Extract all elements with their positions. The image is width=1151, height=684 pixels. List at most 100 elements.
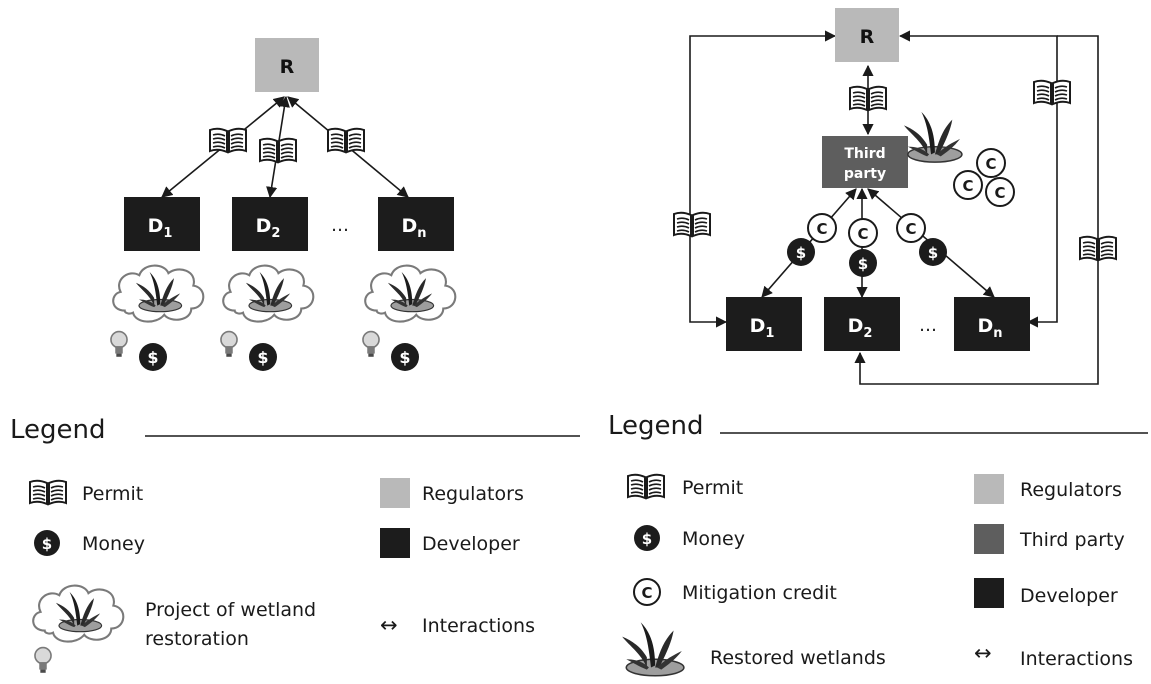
right-developer-node-2 — [824, 297, 900, 351]
wetland-plant-icon — [903, 111, 963, 163]
thought-cloud-icon — [365, 266, 455, 322]
money-coin-icon: $ — [919, 238, 947, 266]
legend-third-party-swatch — [974, 524, 1004, 554]
permit-book-icon — [259, 137, 297, 163]
thought-cloud-icon — [113, 266, 203, 322]
svg-text:$: $ — [796, 244, 806, 262]
svg-text:$: $ — [858, 255, 868, 273]
left-developer-label-2: D2 — [256, 215, 281, 241]
svg-text:$: $ — [42, 535, 52, 553]
money-coin-icon: $ — [634, 525, 660, 551]
legend-credit-label: Mitigation credit — [682, 582, 837, 604]
money-coin-icon: $ — [249, 343, 277, 371]
left-legend-title: Legend — [10, 415, 106, 445]
legend-regulators-label: Regulators — [1020, 479, 1122, 501]
right-developer-label-2: D2 — [848, 315, 873, 341]
right-regulator-label: R — [860, 26, 875, 48]
legend-permit-label: Permit — [682, 477, 743, 499]
money-coin-icon: $ — [34, 530, 60, 556]
permit-book-icon — [209, 127, 247, 153]
third-party-label-1: Third — [844, 146, 885, 162]
money-coin-icon: $ — [787, 238, 815, 266]
permit-book-icon — [327, 127, 365, 153]
right-ellipsis: … — [919, 315, 937, 336]
legend-regulators-label: Regulators — [422, 483, 524, 505]
right-developer-node-1 — [726, 297, 802, 351]
legend-restored-label: Restored wetlands — [710, 647, 886, 669]
left-developer-node-1 — [124, 197, 200, 251]
left-developer-label-n: Dn — [401, 215, 426, 241]
mitigation-credit-icon: C — [807, 213, 837, 243]
permit-book-icon — [1033, 79, 1071, 105]
left-ellipsis: … — [331, 215, 349, 236]
mitigation-credit-icon: C — [976, 148, 1006, 178]
legend-interactions-arrow-icon: ↔ — [974, 641, 992, 665]
money-coin-icon: $ — [849, 249, 877, 277]
legend-project-label-2: restoration — [145, 628, 249, 650]
svg-text:$: $ — [399, 348, 410, 367]
right-regulator-node — [835, 8, 899, 62]
legend-regulators-swatch — [380, 478, 410, 508]
edge-r-d1-loop — [689, 30, 837, 328]
thought-cloud-icon — [223, 266, 313, 322]
permit-book-icon — [673, 211, 711, 237]
legend-regulators-swatch — [974, 474, 1004, 504]
svg-text:$: $ — [928, 244, 938, 262]
svg-text:C: C — [641, 584, 652, 602]
legend-developer-label: Developer — [1020, 585, 1118, 607]
legend-interactions-label: Interactions — [422, 615, 535, 637]
right-legend: Legend Permit $ Money C Mitigation credi… — [608, 411, 1148, 677]
legend-developer-label: Developer — [422, 533, 520, 555]
right-developer-label-n: Dn — [977, 315, 1002, 341]
permit-book-icon — [1079, 235, 1117, 261]
left-developer-label-1: D1 — [148, 215, 173, 241]
legend-developer-swatch — [974, 578, 1004, 608]
legend-permit-label: Permit — [82, 483, 143, 505]
legend-interactions-arrow-icon: ↔ — [380, 613, 398, 637]
svg-text:$: $ — [257, 348, 268, 367]
legend-money-label: Money — [682, 528, 745, 550]
left-developer-node-n — [378, 197, 454, 251]
mitigation-credit-icon: C — [633, 578, 661, 606]
left-regulator-label: R — [280, 56, 295, 78]
right-developer-label-1: D1 — [750, 315, 775, 341]
svg-text:C: C — [962, 177, 973, 195]
wetland-plant-icon — [621, 621, 685, 677]
svg-text:$: $ — [147, 348, 158, 367]
right-developer-node-n — [954, 297, 1030, 351]
left-legend: Legend Permit $ Money Project of wetland… — [10, 415, 580, 674]
svg-text:C: C — [857, 225, 868, 243]
edge-r-dn-loop — [898, 30, 1058, 328]
svg-text:C: C — [905, 220, 916, 238]
svg-text:$: $ — [642, 530, 652, 548]
left-regulator-node — [255, 38, 319, 92]
permit-book-icon — [29, 479, 67, 505]
legend-project-label-1: Project of wetland — [145, 599, 316, 621]
lightbulb-icon — [220, 330, 238, 358]
legend-interactions-label: Interactions — [1020, 648, 1133, 670]
thought-cloud-icon — [33, 586, 123, 642]
legend-developer-swatch — [380, 528, 410, 558]
mitigation-credit-icon: C — [953, 170, 983, 200]
legend-money-label: Money — [82, 533, 145, 555]
third-party-label-2: party — [844, 166, 886, 182]
left-diagram: R D1 D2 … Dn $ $ $ — [110, 38, 455, 371]
mitigation-credit-icon: C — [848, 218, 878, 248]
mitigation-credit-icon: C — [896, 213, 926, 243]
svg-text:C: C — [994, 184, 1005, 202]
lightbulb-icon — [34, 646, 52, 674]
money-coin-icon: $ — [391, 343, 419, 371]
left-developer-node-2 — [232, 197, 308, 251]
legend-third-party-label: Third party — [1019, 529, 1125, 551]
edge-r-d2-loop — [854, 35, 1099, 385]
money-coin-icon: $ — [139, 343, 167, 371]
lightbulb-icon — [110, 330, 128, 358]
lightbulb-icon — [362, 330, 380, 358]
permit-book-icon — [627, 473, 665, 499]
third-party-node — [822, 136, 908, 188]
right-diagram: R Third party C C C C $ — [673, 8, 1117, 385]
permit-book-icon — [849, 85, 887, 111]
right-legend-title: Legend — [608, 411, 704, 441]
svg-text:C: C — [816, 220, 827, 238]
